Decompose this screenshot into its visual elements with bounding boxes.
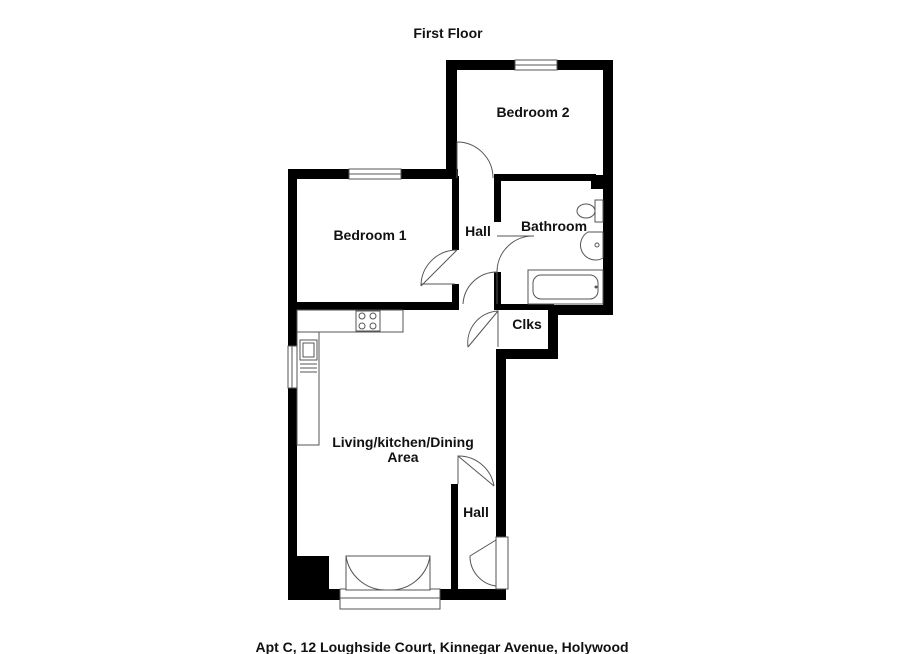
room-label-living-line1: Living/kitchen/Dining (332, 434, 474, 450)
room-label-bedroom-2: Bedroom 2 (496, 104, 569, 120)
address-caption: Apt C, 12 Loughside Court, Kinnegar Aven… (255, 639, 628, 654)
room-label-hall-upper: Hall (465, 223, 491, 239)
windows (287, 59, 558, 610)
room-label-living-line2: Area (387, 449, 418, 465)
room-label-bedroom-1: Bedroom 1 (333, 227, 406, 243)
doors (345, 141, 535, 591)
room-label-bathroom: Bathroom (521, 218, 587, 234)
room-label-clks: Clks (512, 316, 542, 332)
bathroom-fittings (527, 199, 604, 305)
kitchen-fittings (296, 309, 404, 446)
floor-title: First Floor (413, 25, 483, 41)
room-label-hall-lower: Hall (463, 504, 489, 520)
